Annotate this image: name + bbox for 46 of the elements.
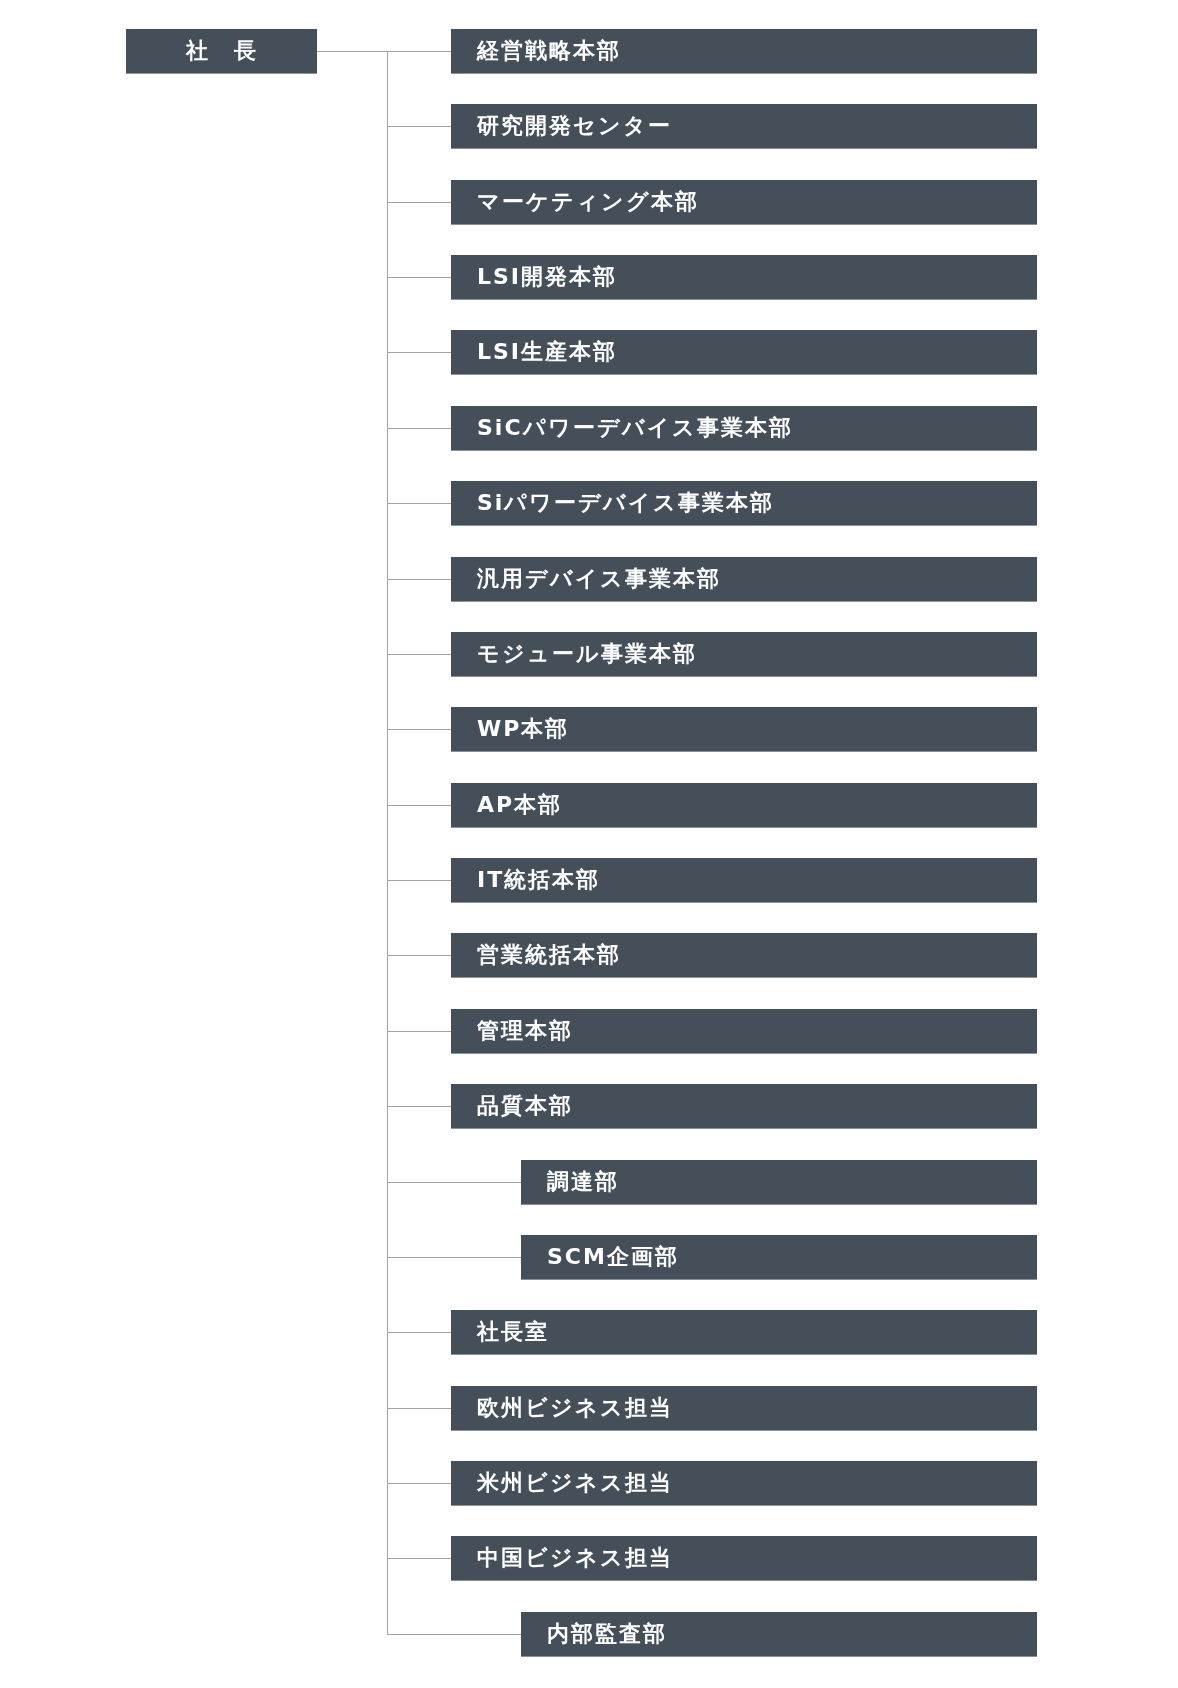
box-label: 社 長: [185, 38, 258, 64]
department-box: [451, 29, 1037, 74]
box-label: マーケティング本部: [477, 189, 699, 215]
box-label: Siパワーデバイス事業本部: [477, 490, 775, 516]
box-label: 米州ビジネス担当: [477, 1470, 673, 1496]
department-box: [451, 1386, 1037, 1431]
department-box: [451, 858, 1037, 903]
department-box: [451, 707, 1037, 752]
box-label: 経営戦略本部: [477, 38, 621, 64]
box-label: 内部監査部: [547, 1621, 667, 1647]
department-box: [451, 632, 1037, 677]
department-box: [451, 1009, 1037, 1054]
president-box: [126, 29, 317, 74]
department-box: [451, 481, 1037, 526]
box-label: 調達部: [547, 1169, 619, 1195]
department-box: [451, 1310, 1037, 1355]
box-label: 社長室: [477, 1319, 549, 1345]
department-box: [521, 1160, 1037, 1205]
department-box: [451, 180, 1037, 225]
box-label: 中国ビジネス担当: [477, 1545, 673, 1571]
department-box: [451, 104, 1037, 149]
department-box: [451, 406, 1037, 451]
box-label: 欧州ビジネス担当: [477, 1395, 673, 1421]
department-box: [451, 1536, 1037, 1581]
box-label: LSI生産本部: [477, 339, 618, 365]
department-box: [451, 1461, 1037, 1506]
box-label: 汎用デバイス事業本部: [477, 566, 721, 592]
box-label: LSI開発本部: [477, 264, 618, 290]
department-box: [451, 255, 1037, 300]
department-box: [451, 933, 1037, 978]
box-label: IT統括本部: [477, 867, 601, 893]
department-box: [521, 1235, 1037, 1280]
department-box: [451, 783, 1037, 828]
box-label: 管理本部: [477, 1018, 573, 1044]
department-box: [451, 330, 1037, 375]
box-label: SiCパワーデバイス事業本部: [477, 415, 793, 441]
box-label: SCM企画部: [547, 1244, 679, 1270]
department-box: [451, 557, 1037, 602]
box-label: 営業統括本部: [477, 942, 621, 968]
box-label: 研究開発センター: [477, 113, 672, 139]
department-box: [521, 1612, 1037, 1657]
department-box: [451, 1084, 1037, 1129]
box-label: 品質本部: [477, 1093, 573, 1119]
box-label: AP本部: [477, 792, 563, 818]
box-label: WP本部: [477, 716, 570, 742]
box-label: モジュール事業本部: [477, 641, 697, 667]
